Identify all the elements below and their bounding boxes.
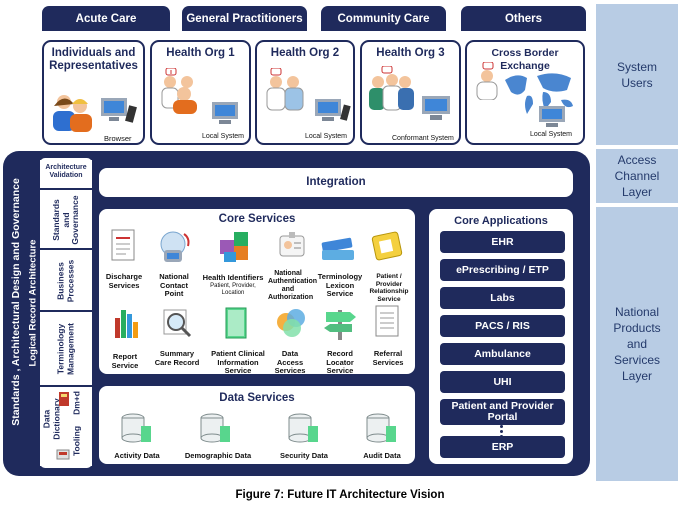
system-label: Browser — [104, 134, 132, 143]
app-labs: Labs — [440, 287, 565, 309]
service-national-authentication: National Authentication and Authorizatio… — [268, 270, 317, 301]
service-report: Report Service — [111, 352, 139, 370]
arch-validation-label: Architecture Validation — [45, 164, 87, 179]
tools-icon — [56, 449, 70, 460]
computer-icon — [539, 106, 565, 127]
system-label: Local System — [530, 131, 573, 138]
user-title: Cross Border Exchange — [491, 47, 559, 72]
service-health-identifiers: Health Identifiers — [202, 273, 264, 282]
layer-system-users: System Users — [596, 4, 678, 145]
terminology-label: Terminology Management — [55, 323, 76, 375]
bar-chart-icon — [115, 310, 138, 338]
system-label: Local System — [305, 133, 348, 140]
database-icon — [200, 413, 230, 443]
computer-icon — [422, 96, 450, 120]
magnifier-icon — [163, 309, 192, 338]
books-icon — [321, 237, 354, 260]
computer-icon — [212, 102, 238, 124]
app-ambulance: Ambulance — [440, 343, 565, 365]
service-referral: Referral Services — [372, 349, 404, 367]
integration-label: Integration — [306, 176, 366, 188]
service-national-contact-point: National Contact Point — [159, 272, 189, 298]
business-segment: Business Processes — [40, 250, 92, 312]
data-security: Security Data — [280, 451, 328, 460]
data-access-icon — [277, 309, 305, 337]
system-label: Local System — [202, 133, 245, 140]
figure-caption: Figure 7: Future IT Architecture Vision — [235, 489, 445, 501]
data-demographic: Demographic Data — [184, 451, 252, 460]
dictionary-segment: Data Dictionary Dm+d Tooling — [40, 387, 92, 466]
core-services-panel: Core Services — [97, 207, 417, 376]
user-title: Health Org 1 — [166, 47, 235, 59]
service-patient-clinical-information: Patient Clinical Information Service — [211, 349, 265, 375]
identifiers-icon — [220, 232, 248, 262]
folder-icon — [225, 307, 247, 339]
service-summary-care-record: Summary Care Record — [154, 349, 200, 367]
core-applications-title: Core Applications — [454, 215, 548, 227]
dmd-label: Dm+d — [71, 391, 82, 415]
data-services-title: Data Services — [219, 392, 295, 404]
people-icon — [53, 95, 92, 132]
channel-tab-others: Others — [461, 6, 586, 31]
data-services-panel: Data Services — [97, 384, 417, 466]
doctors-icon — [161, 68, 197, 114]
contact-point-icon — [160, 231, 190, 262]
doctor-icon — [476, 62, 498, 100]
user-title: Individuals and Representatives — [49, 47, 138, 72]
computer-icon — [101, 98, 137, 123]
user-title: Health Org 3 — [376, 47, 445, 59]
app-ehr: EHR — [440, 231, 565, 253]
integration-bar: Integration — [97, 166, 575, 199]
system-label: Conformant System — [392, 135, 454, 142]
layer-national-products: National Products and Services Layer — [596, 207, 678, 481]
computer-icon — [315, 99, 351, 121]
app-eprescribing: ePrescribing / ETP — [440, 259, 565, 281]
app-erp: ERP — [440, 436, 565, 458]
terminology-segment: Terminology Management — [40, 312, 92, 387]
arch-validation-segment: Architecture Validation — [40, 160, 92, 190]
app-patient-provider-portal: Patient and Provider Portal — [440, 399, 565, 425]
service-data-access: Data Access Services — [274, 349, 306, 375]
layer-access-channel: Access Channel Layer — [596, 149, 678, 203]
database-icon — [121, 413, 151, 443]
channel-tab-general-practitioners: General Practitioners — [182, 6, 307, 31]
user-box-health-org-2: Health Org 2 Local System — [255, 40, 355, 145]
tooling-label: Tooling — [71, 425, 82, 457]
channel-tab-acute-care: Acute Care — [42, 6, 170, 31]
logical-record-label: Logical Record Architecture — [27, 239, 39, 367]
standards-label: Standards and Governance — [50, 195, 80, 245]
governance-label: Standards , Architectural Design and Gov… — [10, 178, 22, 426]
core-services-title: Core Services — [218, 213, 296, 225]
standards-segment: Standards and Governance — [40, 190, 92, 250]
address-book-icon — [371, 231, 403, 261]
app-uhi: UHI — [440, 371, 565, 393]
world-map-icon — [505, 73, 573, 114]
document-icon — [111, 229, 135, 261]
data-activity: Activity Data — [114, 451, 160, 460]
service-terminology-lexicon: Terminology Lexicon Service — [317, 272, 363, 298]
signpost-icon — [324, 310, 356, 340]
app-pacs-ris: PACS / RIS — [440, 315, 565, 337]
channel-tab-community-care: Community Care — [321, 6, 446, 31]
service-patient-provider-relationship: Patient / Provider Relationship Service — [369, 273, 409, 303]
user-box-health-org-1: Health Org 1 Local System — [150, 40, 251, 145]
health-identifiers-sub: Patient, Provider, Location — [210, 283, 256, 296]
data-audit: Audit Data — [363, 451, 401, 460]
doctors-icon — [369, 66, 414, 111]
database-icon — [288, 413, 318, 443]
id-badge-icon — [279, 232, 305, 257]
service-discharge: Discharge Services — [105, 272, 143, 290]
user-box-health-org-3: Health Org 3 Conformant System — [360, 40, 461, 145]
book-icon — [59, 392, 69, 406]
user-title: Health Org 2 — [270, 47, 340, 59]
service-record-locator: Record Locator Service — [326, 349, 354, 375]
referral-document-icon — [375, 305, 399, 337]
doctors-icon — [266, 68, 304, 111]
user-box-individuals: Individuals and Representatives Browser — [42, 40, 145, 145]
user-box-cross-border: Cross Border Exchange Local System — [465, 40, 585, 145]
database-icon — [366, 413, 396, 443]
business-label: Business Processes — [55, 259, 76, 303]
